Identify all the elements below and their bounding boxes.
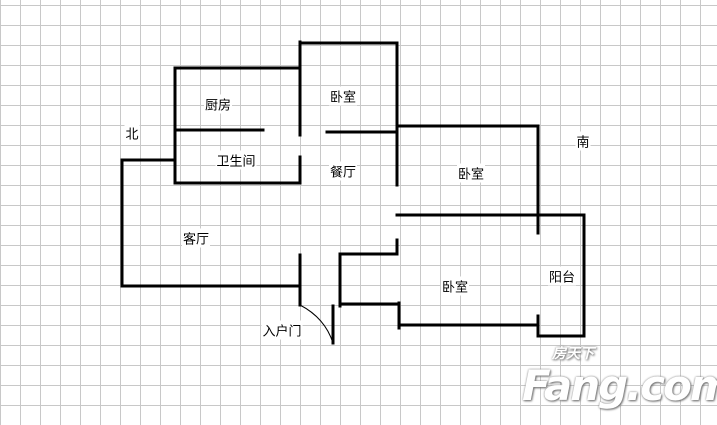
- watermark-chinese: 房天下: [552, 346, 594, 362]
- room-label-dining: 餐厅: [328, 161, 358, 181]
- room-label-bathroom: 卫生间: [215, 150, 257, 170]
- room-label-bedroom-middle: 卧室: [456, 163, 486, 183]
- room-label-kitchen: 厨房: [203, 94, 233, 114]
- room-label-living: 客厅: [181, 228, 211, 248]
- entrance-door-swing: [299, 304, 334, 344]
- room-label-balcony: 阳台: [547, 266, 577, 286]
- corridor-top-wall: [338, 238, 399, 256]
- room-label-bedroom-north: 卧室: [328, 86, 358, 106]
- room-label-bedroom-south: 卧室: [440, 276, 470, 296]
- compass-south: 南: [575, 131, 591, 151]
- watermark-brand: Fang.com: [522, 361, 717, 410]
- compass-north: 北: [124, 123, 140, 143]
- fang-watermark: 房天下 Fang.com: [522, 346, 717, 410]
- entrance-label: 入户门: [261, 320, 303, 340]
